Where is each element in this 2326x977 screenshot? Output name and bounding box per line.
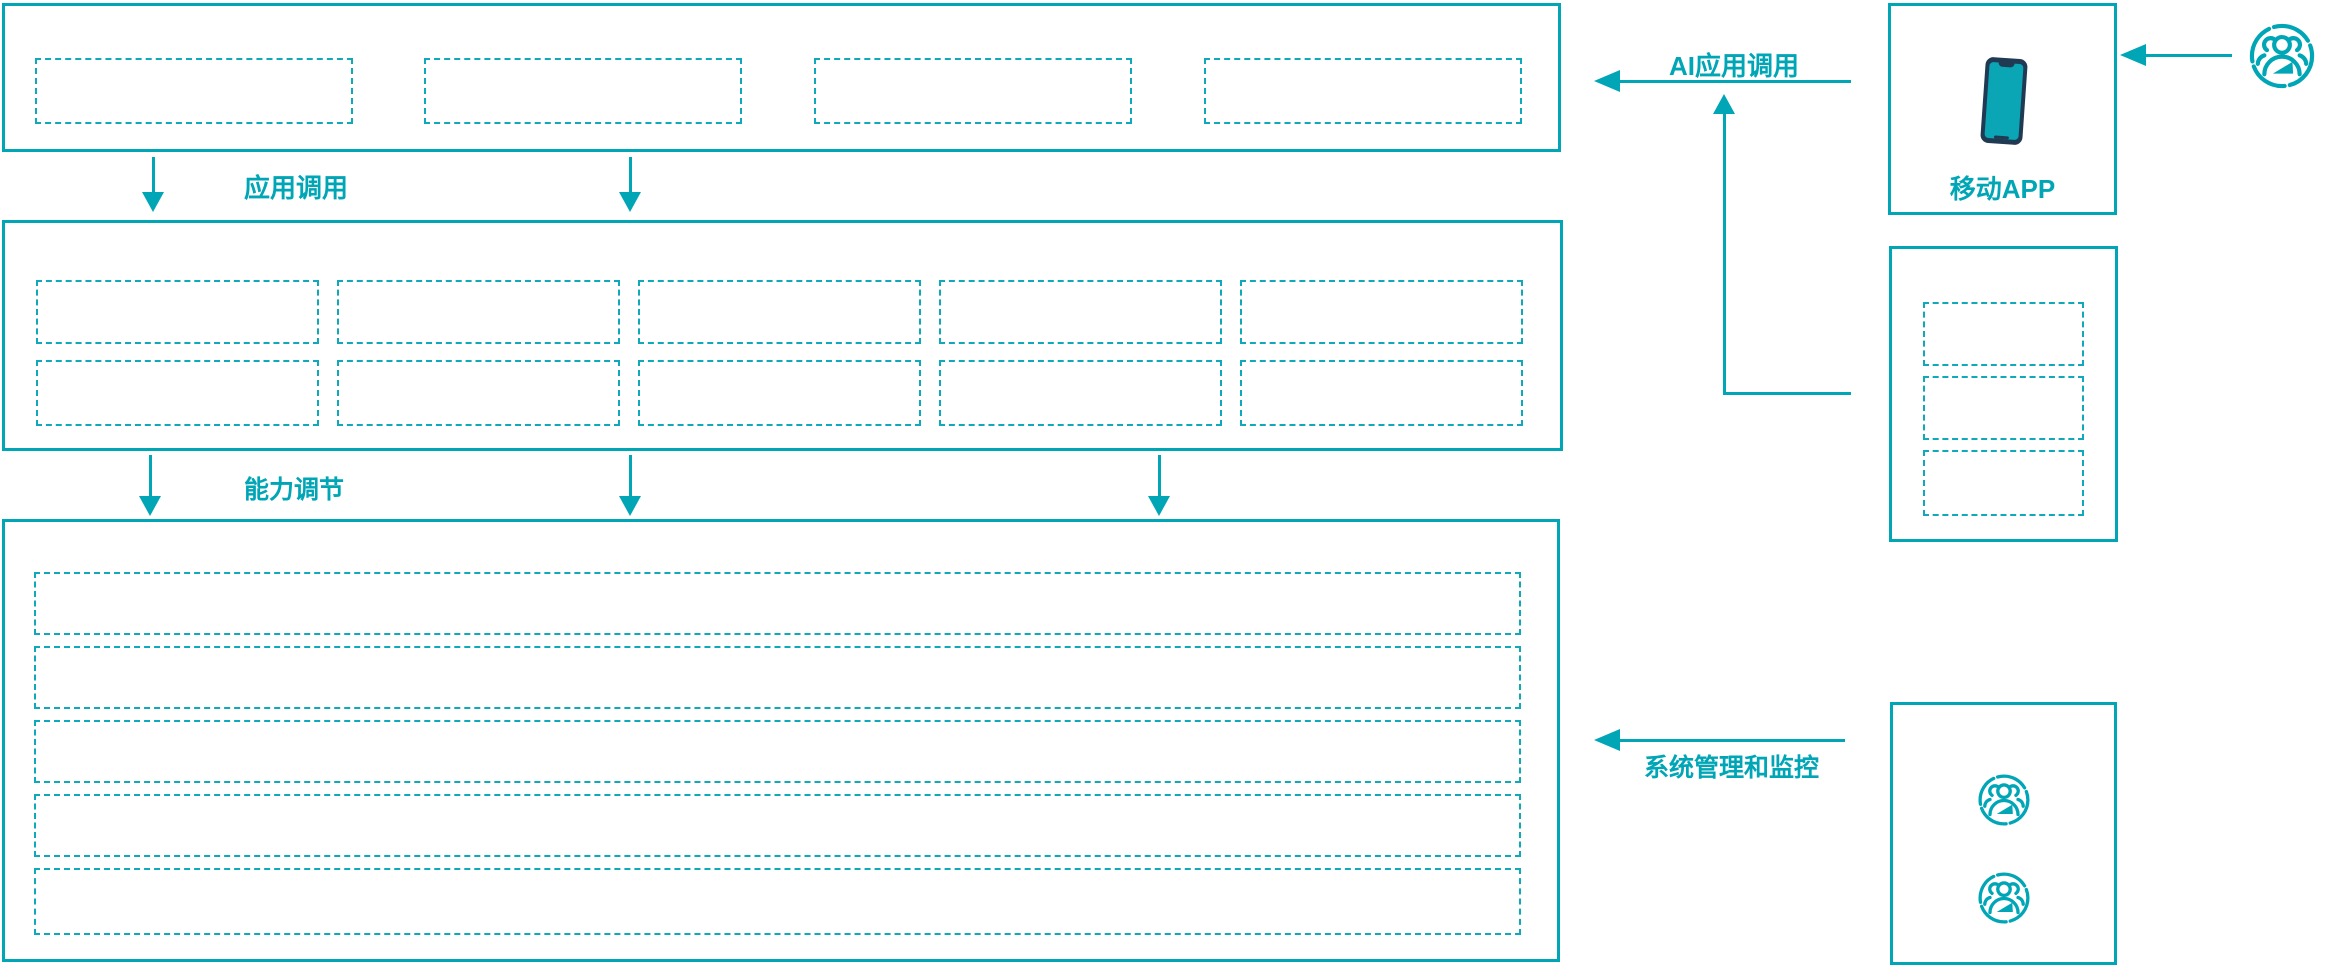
mobile-app-box: 移动APP <box>1888 3 2117 215</box>
arrow-line <box>629 157 632 193</box>
resource-row-1 <box>34 572 1521 635</box>
app-slot-4 <box>1204 58 1522 124</box>
arrow-line <box>1158 455 1161 497</box>
resource-row-3 <box>34 720 1521 783</box>
arrow-line <box>629 455 632 497</box>
arrow-down-icon <box>139 496 161 516</box>
admin-box <box>1890 702 2117 965</box>
user-group-icon <box>1978 774 2030 826</box>
arrow-down-icon <box>1148 496 1170 516</box>
capability-slot-5 <box>1240 280 1523 344</box>
arrow-line <box>149 455 152 497</box>
arrow-down-icon <box>619 192 641 212</box>
app-layer-box <box>2 3 1561 152</box>
capability-slot-4 <box>939 280 1222 344</box>
service-slot-1 <box>1923 302 2084 366</box>
capability-slot-8 <box>638 360 921 426</box>
user-group-icon <box>1978 872 2030 924</box>
arrow-up-icon <box>1713 94 1735 114</box>
app-slot-3 <box>814 58 1132 124</box>
smartphone-homebar <box>1993 135 2010 140</box>
connector-vertical-line <box>1723 113 1726 393</box>
arrow-line <box>1620 739 1845 742</box>
arrow-left-icon <box>1594 729 1620 751</box>
connector-horizontal-line <box>1723 392 1851 395</box>
user-group-icon <box>2249 23 2315 89</box>
smartphone-icon <box>1980 56 2028 146</box>
arrow-left-icon <box>2120 44 2146 66</box>
capability-slot-10 <box>1240 360 1523 426</box>
app-call-label: 应用调用 <box>244 173 349 203</box>
capability-slot-9 <box>939 360 1222 426</box>
arrow-line <box>2146 54 2232 57</box>
resource-row-2 <box>34 646 1521 709</box>
resource-row-4 <box>34 794 1521 857</box>
capability-slot-6 <box>36 360 319 426</box>
capability-slot-7 <box>337 360 620 426</box>
capability-slot-1 <box>36 280 319 344</box>
smartphone-notch <box>1998 60 2015 68</box>
arrow-line <box>1620 80 1851 83</box>
smartphone-screen <box>1984 61 2024 141</box>
arrow-down-icon <box>142 192 164 212</box>
service-box <box>1889 246 2118 542</box>
ai-app-call-label: AI应用调用 <box>1669 51 1800 81</box>
arrow-left-icon <box>1594 70 1620 92</box>
capability-layer-box <box>2 220 1563 451</box>
capability-slot-3 <box>638 280 921 344</box>
resource-row-5 <box>34 868 1521 935</box>
service-slot-2 <box>1923 376 2084 440</box>
system-management-label: 系统管理和监控 <box>1644 754 1820 782</box>
capability-adjust-label: 能力调节 <box>244 476 345 504</box>
capability-slot-2 <box>337 280 620 344</box>
arrow-down-icon <box>619 496 641 516</box>
resource-layer-box <box>2 519 1560 962</box>
mobile-app-label: 移动APP <box>1949 174 2056 204</box>
service-slot-3 <box>1923 450 2084 516</box>
arrow-line <box>152 157 155 193</box>
app-slot-1 <box>35 58 353 124</box>
app-slot-2 <box>424 58 742 124</box>
